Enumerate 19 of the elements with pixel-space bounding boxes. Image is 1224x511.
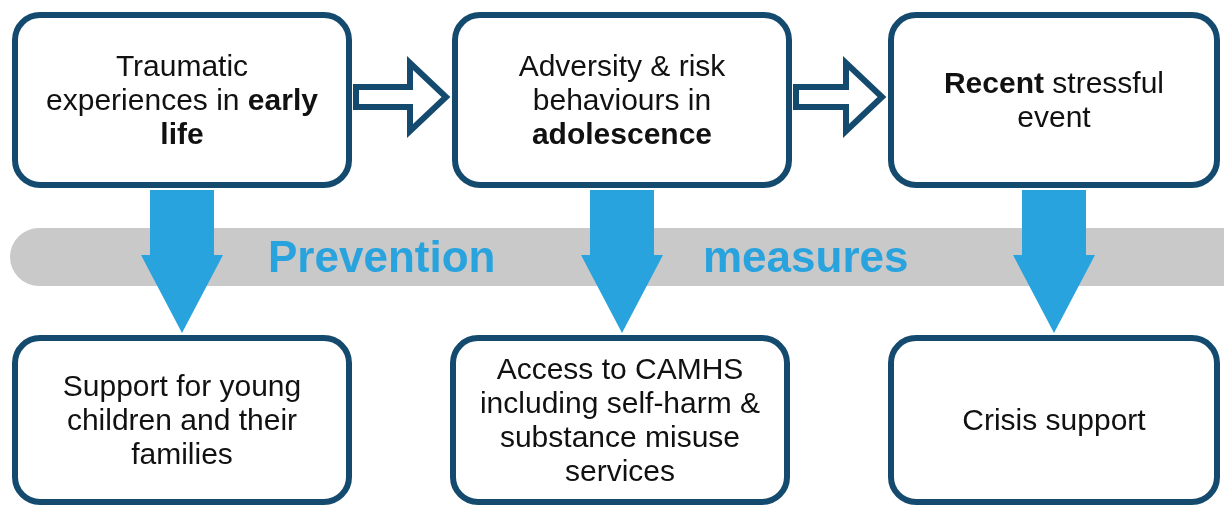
box-text: Adversity & risk behaviours in adolescence — [517, 49, 727, 151]
arrow — [1013, 190, 1095, 333]
band-label: measures — [703, 232, 909, 282]
process-box — [12, 335, 352, 505]
process-box — [12, 12, 352, 188]
process-box — [888, 12, 1220, 188]
band-label: Prevention — [268, 232, 496, 282]
box-text: Crisis support — [962, 403, 1146, 437]
process-box — [452, 12, 792, 188]
box-text: Traumatic experiences in early life — [45, 49, 319, 151]
box-text: Access to CAMHS including self-harm & substance misuse services — [478, 352, 762, 488]
box-text: Recent stressful event — [942, 66, 1166, 134]
process-box — [888, 335, 1220, 505]
process-box — [450, 335, 790, 505]
arrow — [793, 56, 887, 138]
arrow — [581, 190, 663, 333]
box-text: Support for young children and their families — [61, 369, 303, 471]
arrow — [141, 190, 223, 333]
arrow — [353, 56, 451, 138]
